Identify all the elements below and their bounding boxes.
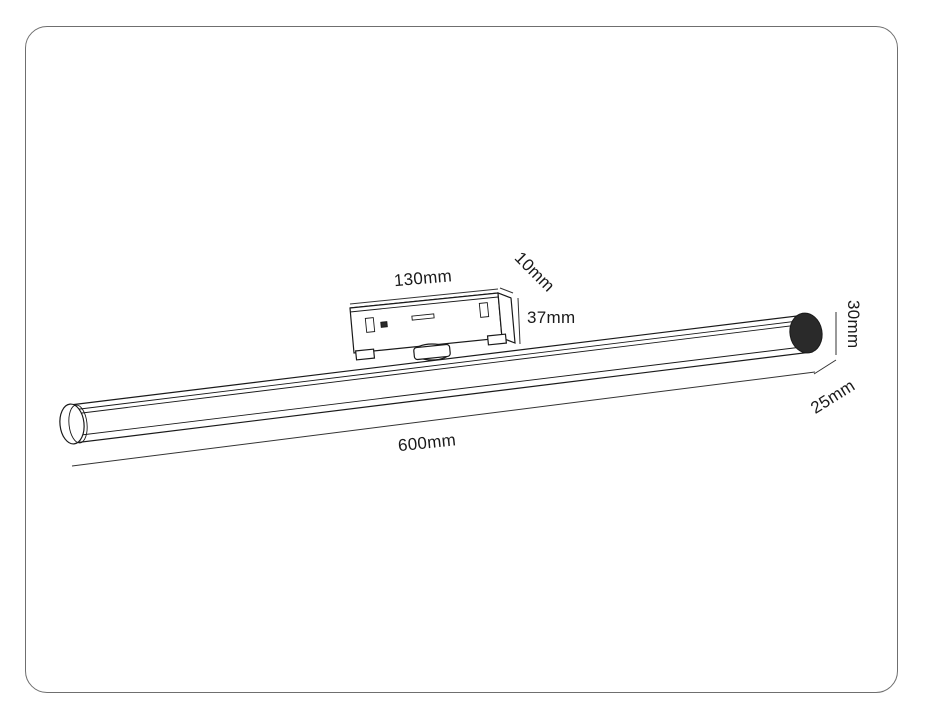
adapter-foot-right [486,333,508,346]
light-tube [59,312,823,445]
width-label: 25mm [807,376,858,418]
adapter-top-edge-line [349,296,499,313]
tube-end-cap-left [59,403,85,445]
adapter-depth-label: 10mm [511,248,559,296]
adapter-slot-right [478,302,490,318]
tube-end-cap-left-rim [68,404,88,444]
tube-highlight-top [71,319,807,411]
adapter-length-label: 130mm [393,266,453,290]
tube-end-cap-right [789,312,823,354]
adapter-connector [411,313,435,321]
dim-line-adapter-height [517,297,521,345]
length-label: 600mm [397,430,457,455]
height-label: 30mm [844,300,863,348]
adapter-slot-left [364,317,376,333]
drawing-frame [25,26,898,693]
track-adapter [349,292,516,361]
dim-line-length [71,371,816,467]
tube-highlight-bottom [72,345,811,437]
dim-line-width [813,359,837,375]
adapter-side-face [497,292,516,344]
adapter-joint-collar [413,343,451,361]
tube-inner-line [73,323,807,415]
dim-line-adapter-length [349,288,499,305]
adapter-switch [380,321,388,328]
adapter-foot-left [354,348,376,361]
dim-line-adapter-depth [499,287,514,294]
dimension-lines [71,287,837,467]
adapter-height-label: 37mm [527,308,575,327]
